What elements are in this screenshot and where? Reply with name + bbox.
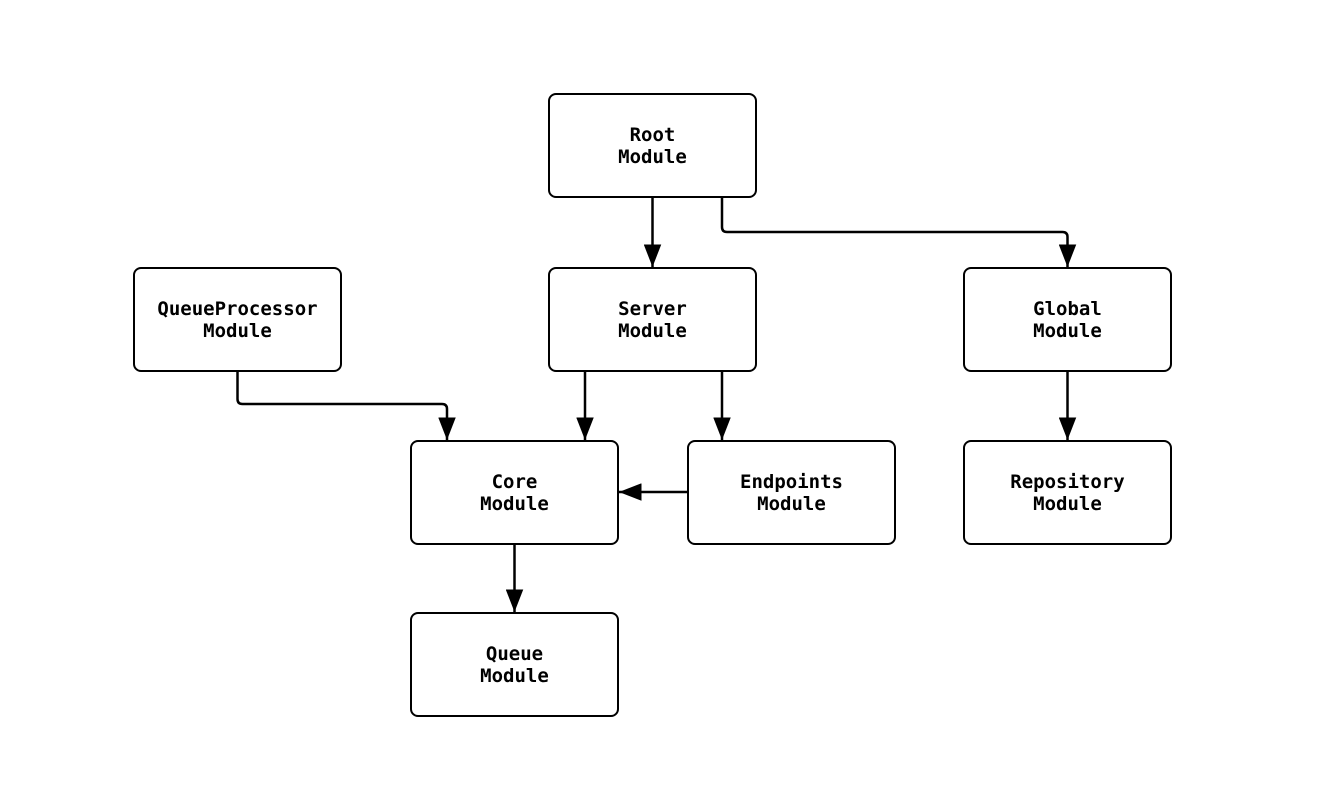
node-global-module: Global Module xyxy=(963,267,1172,372)
node-label-line: Module xyxy=(618,145,687,168)
node-label-line: Endpoints xyxy=(740,470,843,493)
node-label-line: Module xyxy=(480,492,549,515)
node-label-line: Module xyxy=(618,319,687,342)
node-endpoints-module: Endpoints Module xyxy=(687,440,896,545)
node-label-line: Server xyxy=(618,297,687,320)
node-label-line: Global xyxy=(1033,297,1102,320)
node-label-line: Module xyxy=(1033,492,1102,515)
node-label-line: Repository xyxy=(1010,470,1125,493)
node-label-line: Module xyxy=(1033,319,1102,342)
node-label-line: Module xyxy=(757,492,826,515)
node-label-line: Module xyxy=(480,664,549,687)
node-label-line: Core xyxy=(491,470,538,493)
node-label-line: Root xyxy=(629,123,676,146)
node-label-line: Module xyxy=(203,319,272,342)
node-server-module: Server Module xyxy=(548,267,757,372)
node-queueprocessor-module: QueueProcessor Module xyxy=(133,267,342,372)
node-label-line: QueueProcessor xyxy=(157,297,318,320)
node-repository-module: Repository Module xyxy=(963,440,1172,545)
edge-root-global xyxy=(720,198,1077,267)
node-label-line: Queue xyxy=(485,642,544,665)
node-core-module: Core Module xyxy=(410,440,619,545)
node-root-module: Root Module xyxy=(548,93,757,198)
node-queue-module: Queue Module xyxy=(410,612,619,717)
edge-queueprocessor-core xyxy=(236,372,456,440)
